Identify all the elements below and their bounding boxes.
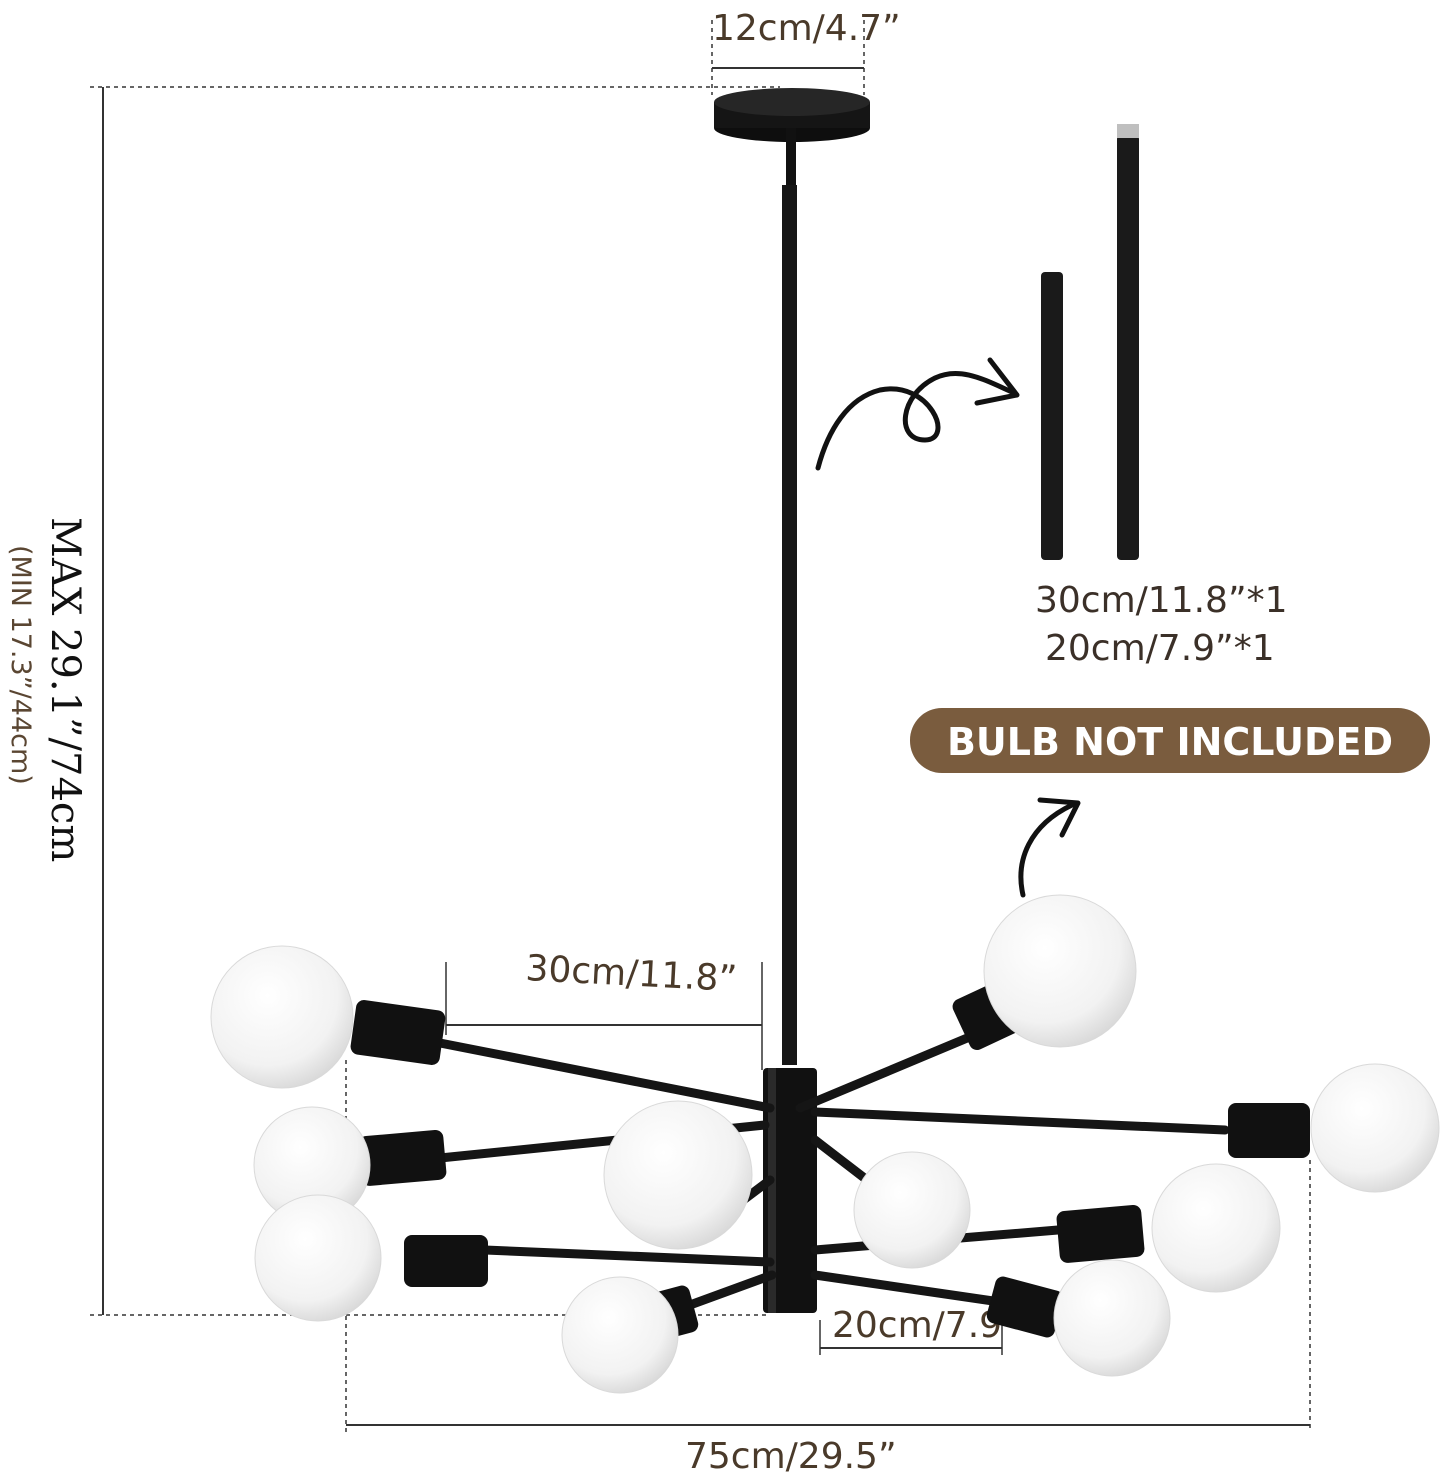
rod-short-label: 20cm/7.9”*1 xyxy=(1045,628,1275,669)
central-hub xyxy=(763,1068,817,1313)
total-width-label: 75cm/29.5” xyxy=(685,1436,897,1477)
badge-arrow xyxy=(1018,802,1075,898)
extension-rods xyxy=(1041,124,1139,560)
arm-long-label: 30cm/11.8” xyxy=(525,948,738,1000)
badge-text: BULB NOT INCLUDED xyxy=(947,720,1393,764)
rod-long xyxy=(1117,135,1139,560)
bulb-not-included-badge: BULB NOT INCLUDED xyxy=(910,708,1430,773)
bulb xyxy=(254,1194,382,1322)
bulb xyxy=(561,1276,679,1394)
canopy xyxy=(714,88,870,188)
bulb xyxy=(1310,1063,1440,1193)
bulb xyxy=(1053,1259,1171,1377)
bulb xyxy=(853,1151,971,1269)
bulb xyxy=(603,1100,753,1250)
sockets xyxy=(350,974,1310,1347)
curly-arrow xyxy=(815,370,1015,471)
height-max-label: MAX 29.1”/74cm xyxy=(42,517,88,862)
down-rod xyxy=(782,185,797,1065)
rod-short xyxy=(1041,272,1063,560)
bulbs xyxy=(210,894,1440,1394)
bulb xyxy=(1151,1163,1281,1293)
bulb xyxy=(210,945,354,1089)
height-min-label: (MIN 17.3”/44cm) xyxy=(5,545,36,785)
bulb xyxy=(983,894,1137,1048)
rod-long-label: 30cm/11.8”*1 xyxy=(1035,580,1288,621)
canopy-width-label: 12cm/4.7” xyxy=(712,8,901,49)
dimension-guides xyxy=(90,20,1311,1432)
